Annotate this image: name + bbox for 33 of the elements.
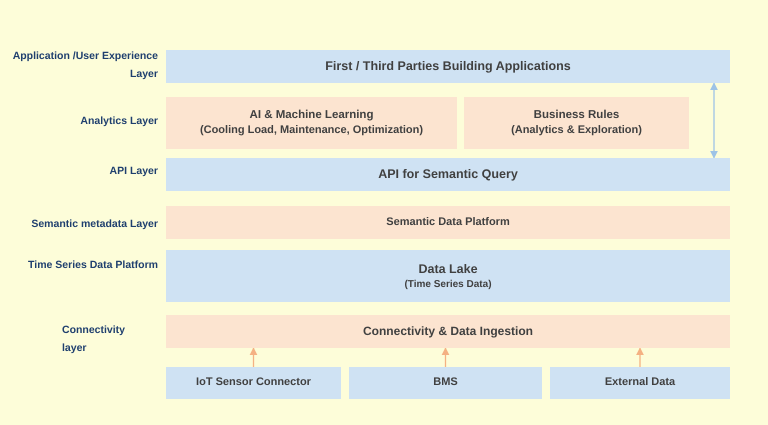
layer-label: API Layer xyxy=(108,164,158,179)
layer-label: Application /User Experience Layer xyxy=(12,49,158,82)
box-title: IoT Sensor Connector xyxy=(196,375,311,390)
layer-label: Time Series Data Platform xyxy=(27,258,158,273)
arrow xyxy=(250,347,258,367)
box-title: Semantic Data Platform xyxy=(386,214,510,230)
box-title: External Data xyxy=(604,375,676,390)
box-subtitle: (Time Series Data) xyxy=(404,278,492,292)
layer-box xyxy=(166,315,730,348)
source-box xyxy=(166,367,341,399)
box-subtitle: (Cooling Load, Maintenance, Optimization) xyxy=(200,123,424,138)
box-title: API for Semantic Query xyxy=(378,166,518,184)
layer-label: Analytics Layer xyxy=(79,114,158,129)
source-box xyxy=(349,367,542,399)
layer-box xyxy=(166,206,730,239)
layer-box xyxy=(166,158,730,191)
layer-box xyxy=(166,50,730,83)
arrow xyxy=(710,82,718,159)
layer-label: Connectivity layer xyxy=(62,323,126,356)
layer-box xyxy=(166,250,730,302)
box-title: AI & Machine Learning xyxy=(250,108,374,123)
box-title: First / Third Parties Building Applications xyxy=(325,58,571,76)
component-box xyxy=(166,97,457,149)
layer-label: Semantic metadata Layer xyxy=(30,217,158,232)
box-title: Connectivity & Data Ingestion xyxy=(362,322,534,340)
box-subtitle: (Analytics & Exploration) xyxy=(511,123,642,138)
arrow xyxy=(442,347,450,367)
box-title: Data Lake xyxy=(418,260,478,278)
box-title: Business Rules xyxy=(534,108,620,123)
source-box xyxy=(550,367,730,399)
arrow xyxy=(636,347,644,367)
box-title: BMS xyxy=(433,375,458,390)
component-box xyxy=(464,97,689,149)
